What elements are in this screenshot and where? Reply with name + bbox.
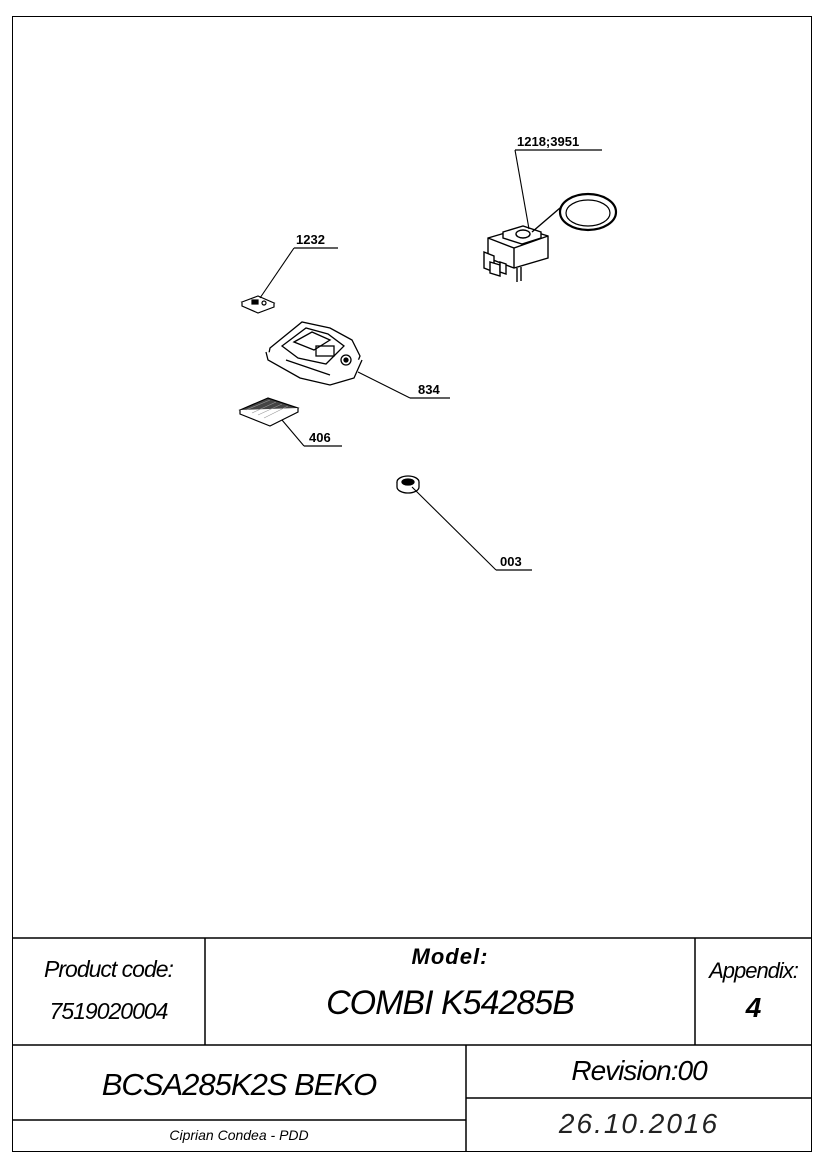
part-solenoid-valve [483, 207, 561, 282]
author: Ciprian Condea - PDD [169, 1127, 309, 1143]
part-sealing-ring [558, 192, 618, 232]
drawing-frame [12, 16, 812, 1152]
product-name: BCSA285K2S BEKO [101, 1067, 378, 1102]
date: 26.10.2016 [558, 1108, 720, 1139]
product-code-label: Product code: [44, 956, 174, 982]
product-code-cell: Product code: 7519020004 [12, 938, 205, 1045]
product-code-value: 7519020004 [49, 998, 169, 1024]
part-filter-mesh [238, 397, 300, 427]
callout-834: 834 [418, 382, 440, 397]
revision-cell: Revision:00 [466, 1045, 812, 1098]
appendix-cell: Appendix: 4 [695, 938, 812, 1045]
model-value: COMBI K54285B [326, 984, 575, 1022]
date-cell: 26.10.2016 [466, 1098, 812, 1152]
exploded-parts-diagram: 1218;3951 1232 834 406 003 [238, 134, 618, 571]
callout-003: 003 [500, 554, 522, 569]
model-label: Model: [411, 944, 489, 969]
product-name-cell: BCSA285K2S BEKO [12, 1045, 466, 1120]
appendix-value: 4 [745, 992, 762, 1023]
callout-1232: 1232 [296, 232, 325, 247]
part-gasket-cap [396, 475, 420, 494]
model-cell: Model: COMBI K54285B [205, 938, 695, 1045]
part-small-pcb [240, 295, 276, 314]
part-control-housing [265, 321, 363, 386]
appendix-label: Appendix: [709, 958, 799, 983]
revision: Revision:00 [571, 1055, 707, 1086]
author-cell: Ciprian Condea - PDD [12, 1120, 466, 1152]
callout-406: 406 [309, 430, 331, 445]
callout-1218-3951: 1218;3951 [517, 134, 579, 149]
